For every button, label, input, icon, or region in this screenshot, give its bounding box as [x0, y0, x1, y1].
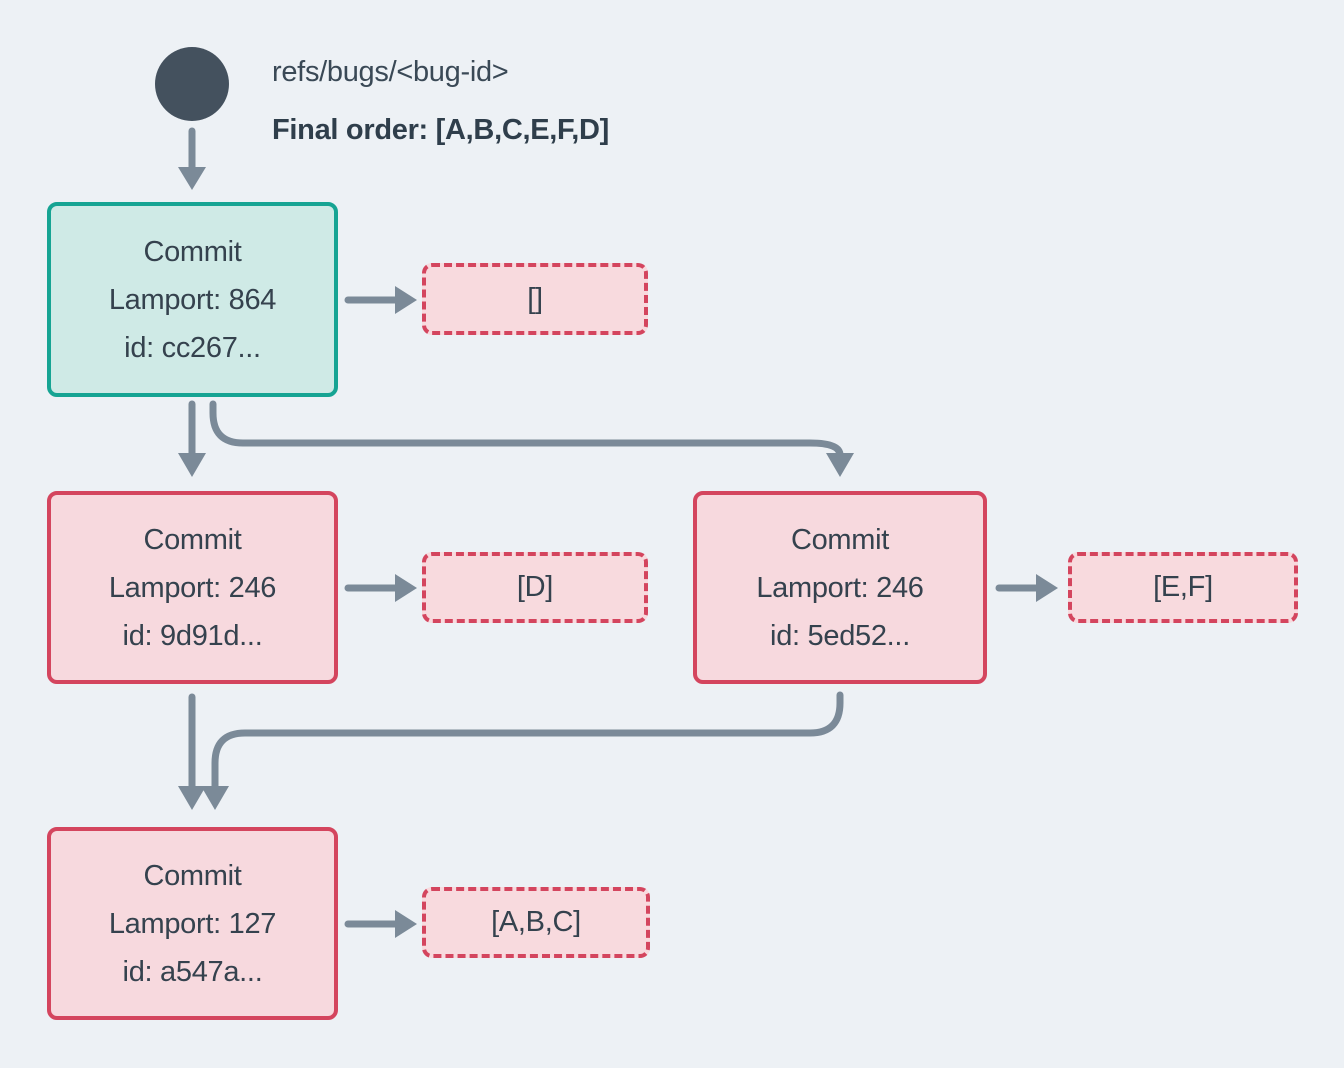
commit-title: Commit [143, 523, 242, 556]
commit-title: Commit [790, 523, 890, 556]
commit-node-left: Commit Lamport: 246 id: 9d91d... [47, 491, 338, 684]
commit-lamport: Lamport: 246 [756, 571, 924, 604]
final-order-label: Final order: [A,B,C,E,F,D] [272, 114, 609, 146]
arrow-root-to-ops [344, 286, 417, 314]
operations-box-right: [E,F] [1068, 552, 1298, 623]
commit-node-root: Commit Lamport: 864 id: cc267... [47, 202, 338, 397]
commit-id: id: 9d91d... [122, 619, 263, 652]
operations-list: [A,B,C] [491, 906, 581, 938]
commit-id: id: a547a... [122, 955, 263, 988]
commit-node-bottom: Commit Lamport: 127 id: a547a... [47, 827, 338, 1020]
operations-list: [] [527, 282, 543, 315]
arrow-left-commit-to-ops [344, 574, 417, 602]
commit-title: Commit [143, 859, 242, 892]
arrow-right-commit-to-bottom [201, 691, 844, 810]
operations-box-root: [] [422, 263, 648, 335]
operations-box-left: [D] [422, 552, 648, 623]
arrow-root-to-right-commit [209, 400, 854, 477]
arrow-bottom-commit-to-ops [344, 910, 417, 938]
operations-box-bottom: [A,B,C] [422, 887, 650, 958]
commit-id: id: cc267... [124, 331, 261, 364]
ref-name-label: refs/bugs/<bug-id> [272, 56, 509, 88]
arrow-ref-to-root [178, 127, 206, 190]
arrow-root-to-left-commit [178, 400, 206, 477]
commit-lamport: Lamport: 127 [108, 907, 277, 940]
ref-head-node [155, 47, 229, 121]
operations-list: [E,F] [1153, 571, 1213, 603]
commit-id: id: 5ed52... [770, 619, 910, 652]
arrow-left-commit-to-bottom [178, 693, 206, 810]
operations-list: [D] [516, 571, 554, 603]
commit-lamport: Lamport: 864 [108, 283, 277, 316]
commit-node-right: Commit Lamport: 246 id: 5ed52... [693, 491, 987, 684]
commit-title: Commit [143, 235, 242, 268]
commit-lamport: Lamport: 246 [108, 571, 277, 604]
arrow-right-commit-to-ops [995, 574, 1058, 602]
